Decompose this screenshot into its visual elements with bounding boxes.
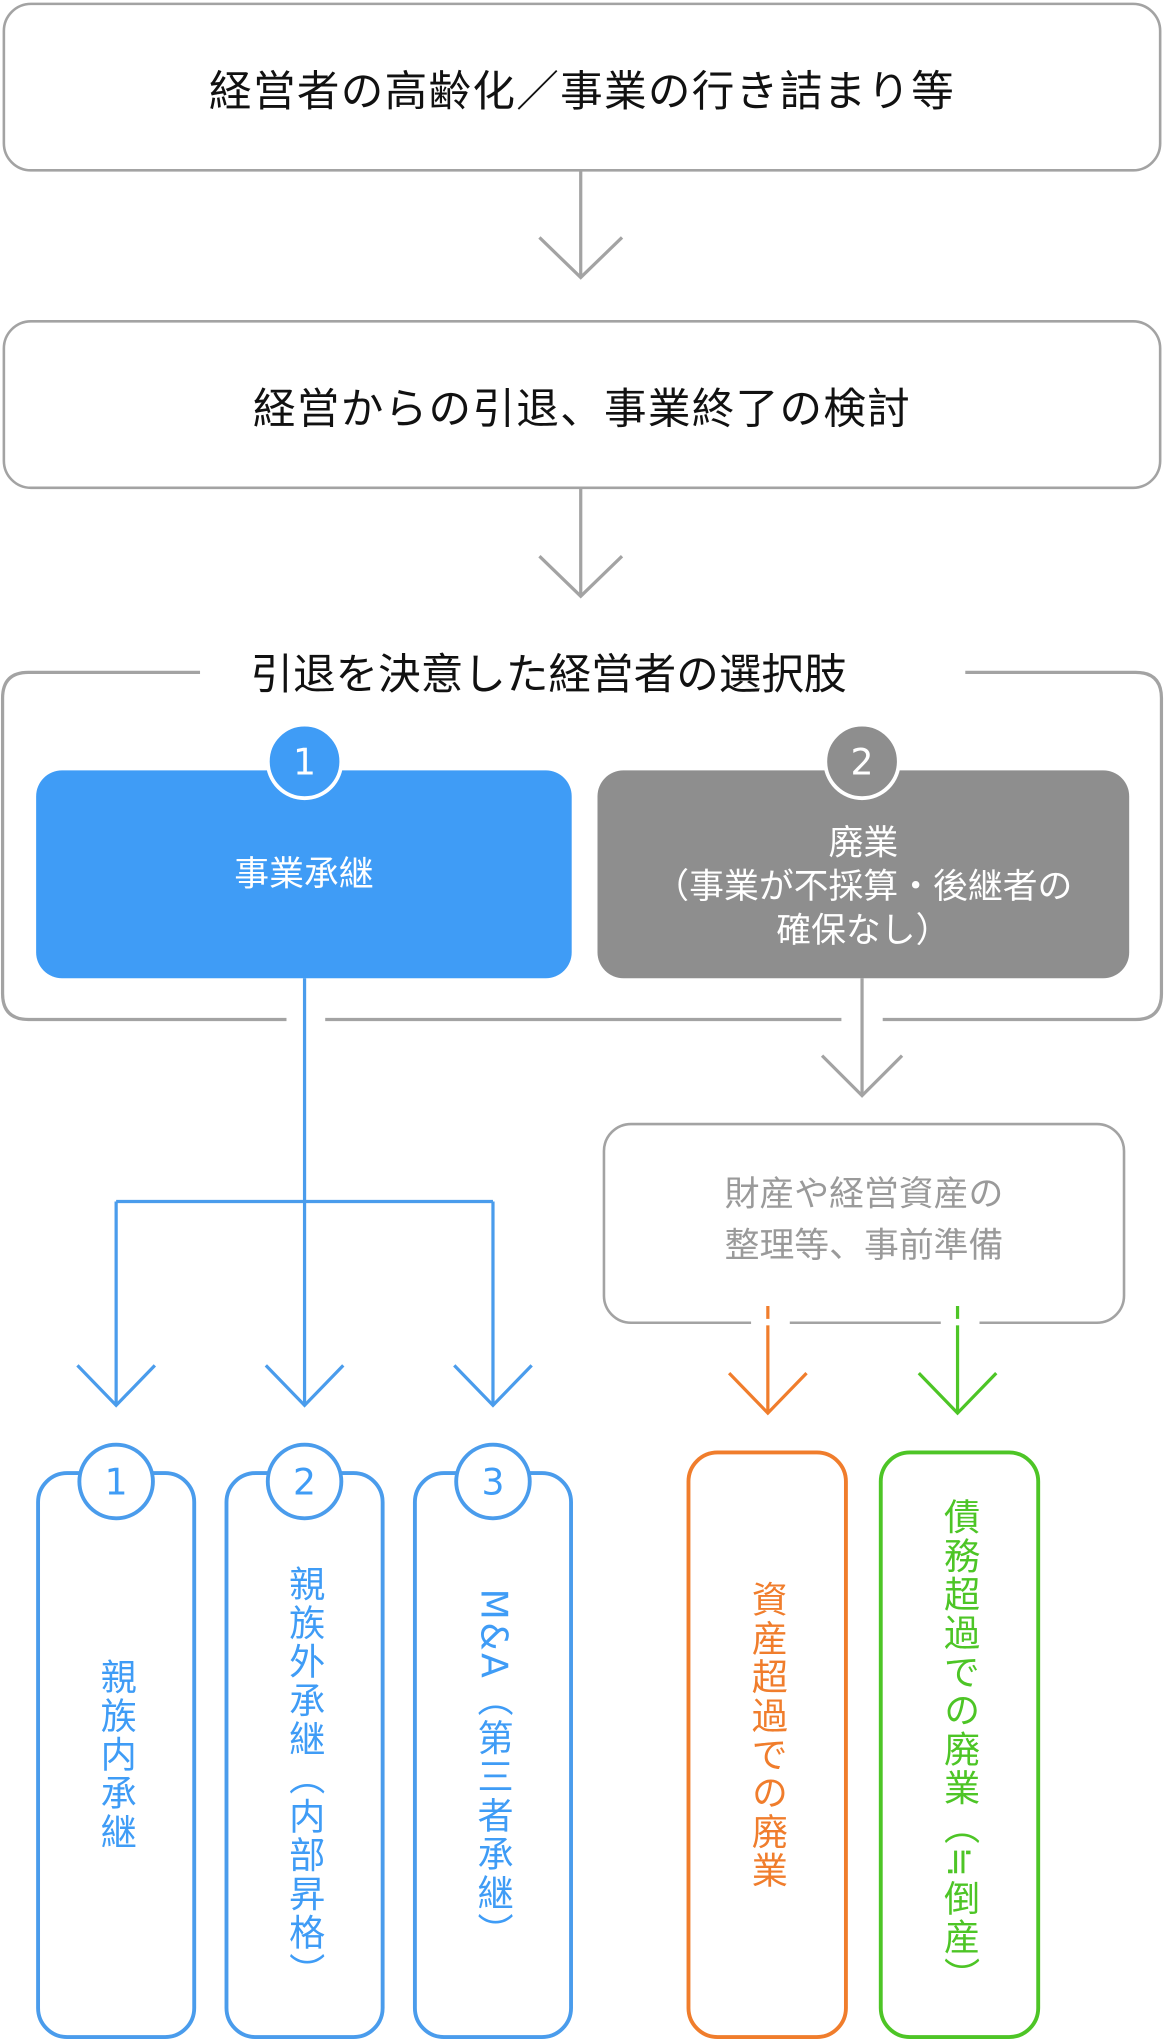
option-2-badge: 2 [823,722,901,801]
choices-group-border [0,670,1164,1022]
prep-box: 財産や経営資産の 整理等、事前準備 [602,1122,1126,1326]
option-closure-box: 廃業 （事業が不採算・後継者の 確保なし） [597,770,1130,979]
step-retirement-label: 経営からの引退、事業終了の検討 [252,382,912,433]
option-closure-desc-1: （事業が不採算・後継者の [654,866,1073,907]
step-retirement-box: 経営からの引退、事業終了の検討 [2,320,1162,490]
arrow-1-head [538,236,624,280]
closure-surplus-label: 資産超過での廃業 [746,1580,790,1891]
succession-2-badge: 2 [265,1442,344,1521]
succession-3-badge: 3 [454,1442,532,1521]
closure-arrow-head [820,1054,904,1098]
succession-internal-label: 親族外承継（内部昇格） [283,1565,327,1992]
choices-title: 引退を決意した経営者の選択肢 [221,640,875,703]
closure-insolvency-label: 債務超過での廃業（≒倒産） [938,1498,982,1996]
green-arrow-head [917,1371,998,1416]
succession-family-label: 親族内承継 [95,1658,139,1852]
closure-insolvency-box: 債務超過での廃業（≒倒産） [878,1450,1041,2039]
orange-arrow-head [727,1371,808,1416]
prep-line-2: 整理等、事前準備 [724,1225,1004,1266]
branch-3-head [453,1364,533,1408]
option-1-badge: 1 [265,722,344,801]
option-closure-title: 廃業 [828,822,899,863]
option-closure-desc-2: 確保なし） [776,910,951,951]
branch-2-head [264,1364,345,1408]
option-succession-box: 事業承継 [36,770,572,979]
branch-1-head [76,1364,157,1408]
succession-ma-box: M&A（第三者承継） [412,1471,573,2039]
succession-ma-label: M&A（第三者承継） [472,1588,515,1952]
succession-1-badge: 1 [77,1442,155,1521]
prep-line-1: 財産や経営資産の [724,1174,1004,1215]
closure-surplus-box: 資産超過での廃業 [686,1450,848,2039]
step-aging-box: 経営者の高齢化／事業の行き詰まり等 [2,2,1162,172]
option-succession-label: 事業承継 [234,853,374,894]
succession-family-box: 親族内承継 [36,1471,197,2039]
step-aging-label: 経営者の高齢化／事業の行き詰まり等 [209,65,955,116]
arrow-2-head [538,555,624,599]
succession-internal-box: 親族外承継（内部昇格） [224,1471,385,2039]
